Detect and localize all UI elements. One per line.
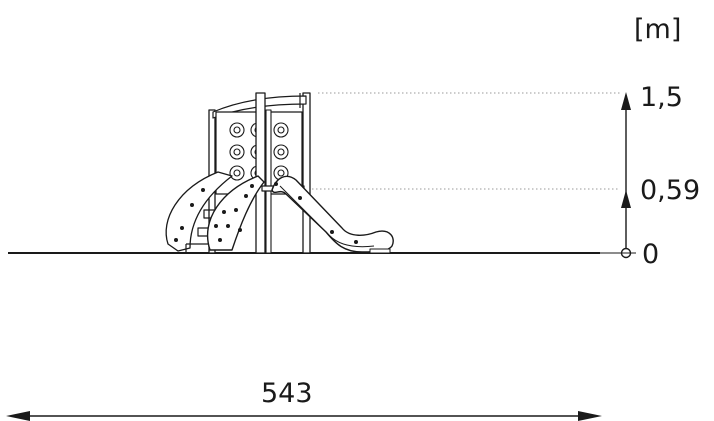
slide (271, 175, 394, 253)
slide-bed (279, 185, 375, 248)
slide-foot (369, 248, 391, 254)
climbing-panel-back (165, 171, 233, 252)
arrow-up-top-icon (621, 92, 631, 110)
width-dimension-label: 543 (261, 378, 313, 409)
playground-structure (165, 92, 394, 254)
arrow-left-icon (6, 411, 30, 421)
arrow-up-mid-icon (621, 190, 631, 208)
front-post (255, 92, 266, 254)
arrow-right-icon (578, 411, 602, 421)
height-label-zero: 0 (642, 239, 660, 270)
width-dimension (6, 411, 602, 421)
back-post-right (302, 92, 311, 254)
unit-label: [m] (634, 14, 682, 45)
height-label-mid: 0,59 (640, 175, 701, 206)
height-label-max: 1,5 (640, 82, 683, 113)
front-post-right (265, 109, 272, 254)
height-dimension (620, 92, 632, 259)
